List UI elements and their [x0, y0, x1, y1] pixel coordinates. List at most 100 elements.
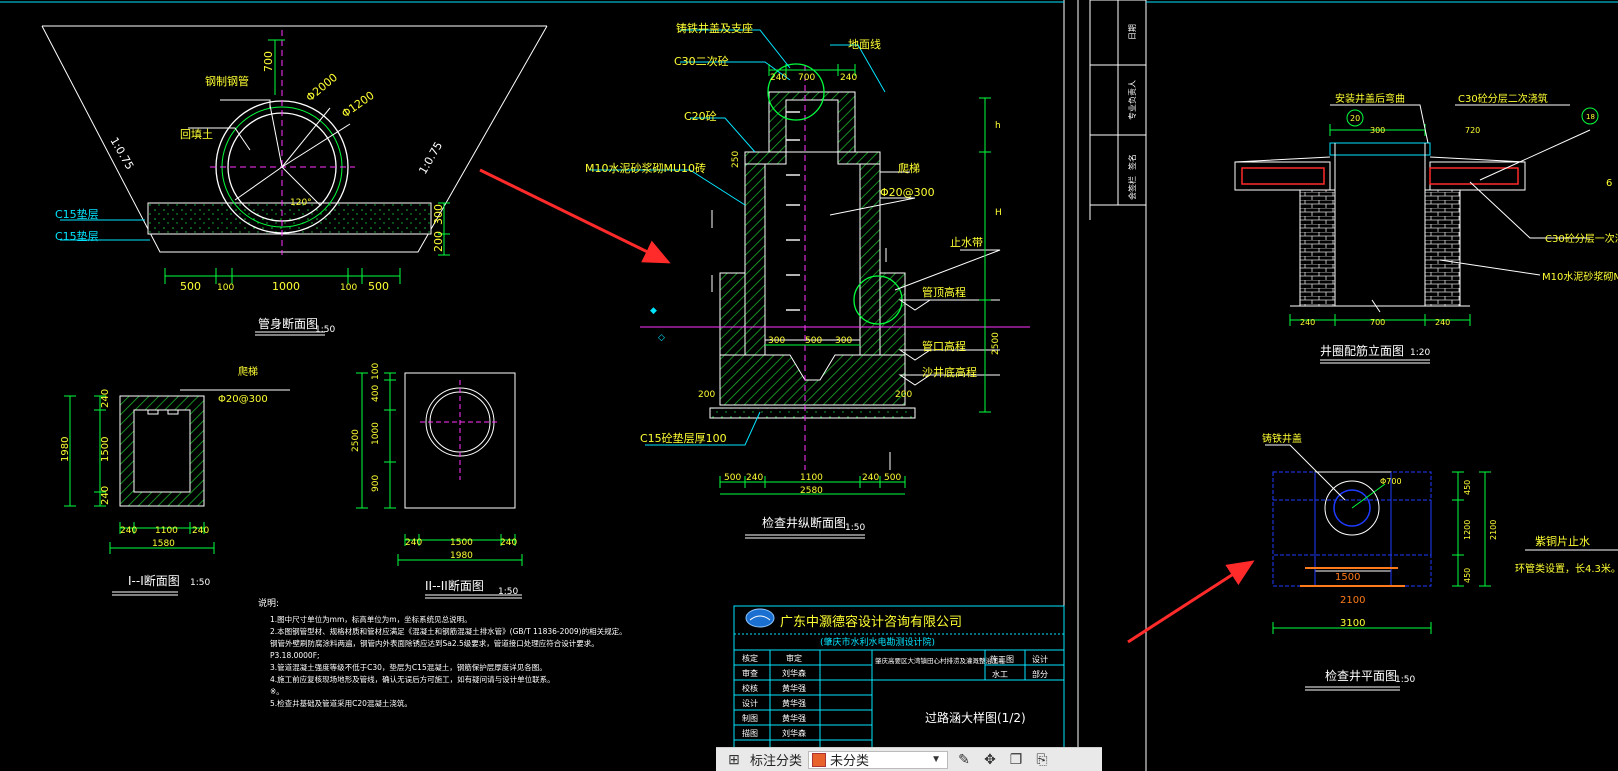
label-m10: M10水泥砂浆砌MU10砖: [585, 161, 706, 175]
label-6: 6: [1606, 178, 1612, 189]
dim-240a: 240: [100, 389, 111, 408]
dim-ii-b2: 240: [500, 538, 517, 548]
dim-w-300b: 300: [835, 336, 852, 346]
dim-ii-2: 1000: [371, 422, 381, 445]
well-plan-drawing[interactable]: [1265, 444, 1618, 691]
row-4-b: 黄华强: [782, 713, 806, 723]
label-20: 20: [1350, 114, 1360, 123]
pipe-section-scale: 1:50: [315, 325, 335, 335]
row-5-b: 刘华森: [782, 728, 806, 738]
dim-w-b0: 500: [724, 473, 741, 483]
notes-line-4: 3.管道混凝土强度等级不低于C30，垫层为C15混凝土，钢筋保护层厚度详见各图。: [270, 662, 547, 672]
label-m10-r: M10水泥砂浆砌MU: [1542, 270, 1618, 283]
notes-line-0: 1.图中尺寸单位为mm，标高单位为m，坐标系统见总说明。: [270, 614, 472, 624]
label-c30-once: C30砼分层一次浇筑: [1545, 232, 1618, 245]
dim-plan-450a: 450: [1463, 480, 1472, 495]
well-section-drawing[interactable]: [590, 29, 1030, 539]
notes-block: 说明: 1.图中尺寸单位为mm，标高单位为m，坐标系统见总说明。 2.本图钢管型…: [258, 597, 627, 708]
well-section-labels: 铸铁井盖及支座 地面线 C30二次砼 C20砼 M10水泥砂浆砌MU10砖 爬梯…: [585, 21, 1002, 533]
dim-bottom-3: 100: [340, 283, 357, 293]
annotation-category-label: 标注分类: [750, 753, 803, 768]
label-stop: 止水带: [950, 236, 983, 249]
dim-ii-total: 1980: [450, 551, 473, 561]
dim-w-200b: 200: [895, 390, 912, 400]
dim-i-0: 240: [120, 526, 137, 536]
label-ladder-w: 爬梯: [898, 162, 920, 175]
category-select[interactable]: 未分类 ▼: [808, 750, 949, 769]
title-block[interactable]: [733, 605, 1065, 771]
arrow-left: [479, 168, 671, 264]
stage-left: 施工图: [990, 654, 1014, 664]
copy-icon[interactable]: ❐: [1009, 751, 1023, 767]
dim-w-200a: 200: [698, 390, 715, 400]
marker-a: ◆: [650, 306, 657, 316]
dim-ii-b1: 1500: [450, 538, 473, 548]
layers-icon[interactable]: ⊞: [728, 751, 740, 767]
dim-200: 200: [432, 231, 445, 252]
edit-icon[interactable]: ✎: [958, 751, 970, 767]
strip-label-1: 专业负责人: [1127, 80, 1137, 120]
well-section-title: 检查井纵断面图: [762, 515, 846, 530]
stage-right: 设计: [1032, 654, 1048, 664]
label-backfill: 回填土: [180, 127, 213, 141]
label-c15-b: C15垫层: [55, 229, 99, 243]
dim-w-300a: 300: [768, 336, 785, 346]
label-slope-right: 1:0.75: [416, 140, 445, 177]
pipe-section-drawing[interactable]: [41, 25, 548, 336]
discipline-right: 部分: [1032, 669, 1048, 679]
label-18: 18: [1586, 113, 1595, 121]
label-c20: C20砼: [684, 110, 717, 123]
marker-b: ◇: [658, 333, 665, 343]
label-ladder-spec-w: Φ20@300: [880, 186, 935, 199]
label-c15w: C15砼垫层厚100: [640, 431, 727, 445]
label-copper-stop: 紫铜片止水: [1535, 534, 1590, 548]
section-i-drawing[interactable]: [64, 389, 290, 596]
section-i-title: I--I断面图: [128, 573, 180, 588]
dim-w-b1: 240: [746, 473, 763, 483]
annotation-arrows: [479, 168, 1255, 644]
dim-outer: Φ2000: [304, 71, 340, 105]
drawing-name: 过路涵大样图(1/2): [925, 710, 1026, 725]
section-markers: ◆ ◇: [650, 306, 665, 343]
dim-plan-700: Φ700: [1380, 477, 1402, 486]
dim-angle: 120°: [290, 198, 312, 208]
well-section-scale: 1:50: [845, 523, 865, 533]
dim-1500: 1500: [100, 437, 111, 462]
dim-w-240b: 240: [840, 73, 857, 83]
dim-w-700: 700: [798, 73, 815, 83]
annotation-toolbar: ⊞ 标注分类 未分类 ▼ ✎ ✥ ❐ ⎘: [716, 747, 1102, 771]
row-1-b: 刘华森: [782, 668, 806, 678]
label-c15-a: C15垫层: [55, 207, 99, 221]
cover-elev-title: 井圈配筋立面图: [1320, 343, 1404, 358]
paste-icon[interactable]: ⎘: [1036, 751, 1048, 767]
dim-1980: 1980: [60, 437, 71, 462]
dim-w-2500: 2500: [991, 332, 1001, 355]
section-ii-drawing[interactable]: [356, 372, 523, 599]
row-2-a: 校核: [742, 683, 758, 693]
dim-w-250: 250: [731, 151, 741, 168]
notes-line-5: 4.施工前应复核现场地形及管线，确认无误后方可施工，如有疑问请与设计单位联系。: [270, 674, 555, 684]
dim-w-b4: 500: [884, 473, 901, 483]
section-ii-scale: 1:50: [498, 587, 518, 597]
dim-300c: 300: [1370, 126, 1385, 135]
label-ladder-spec: Φ20@300: [218, 394, 268, 405]
section-ii-title: II--II断面图: [425, 578, 484, 593]
dim-w-total: 2580: [800, 486, 823, 496]
signature-strip: 日期 专业负责人 签名 会签栏: [1127, 24, 1137, 200]
move-icon[interactable]: ✥: [984, 751, 996, 767]
dim-i-total: 1580: [152, 539, 175, 549]
cover-elevation-drawing[interactable]: [1234, 104, 1599, 364]
chevron-down-icon: ▼: [931, 754, 942, 765]
label-sand-el: 沙井底高程: [922, 365, 977, 379]
dim-240b: 240: [100, 486, 111, 505]
dim-bottom-4: 500: [368, 280, 389, 293]
row-0-b: 审定: [786, 653, 802, 663]
discipline-left: 水工: [992, 669, 1008, 679]
section-i-scale: 1:50: [190, 578, 210, 588]
category-color-swatch: [812, 752, 827, 767]
dim-ii-b0: 240: [405, 538, 422, 548]
pipe-section-labels: 钢制钢管 回填土 C15垫层 C15垫层 1:0.75 1:0.75 700 Φ…: [55, 51, 445, 335]
notes-line-2: 钢管外壁刷防腐涂料两遍，钢管内外表面除锈应达到Sa2.5级要求，管道接口处理应符…: [270, 638, 599, 648]
row-0-a: 核定: [742, 653, 758, 663]
